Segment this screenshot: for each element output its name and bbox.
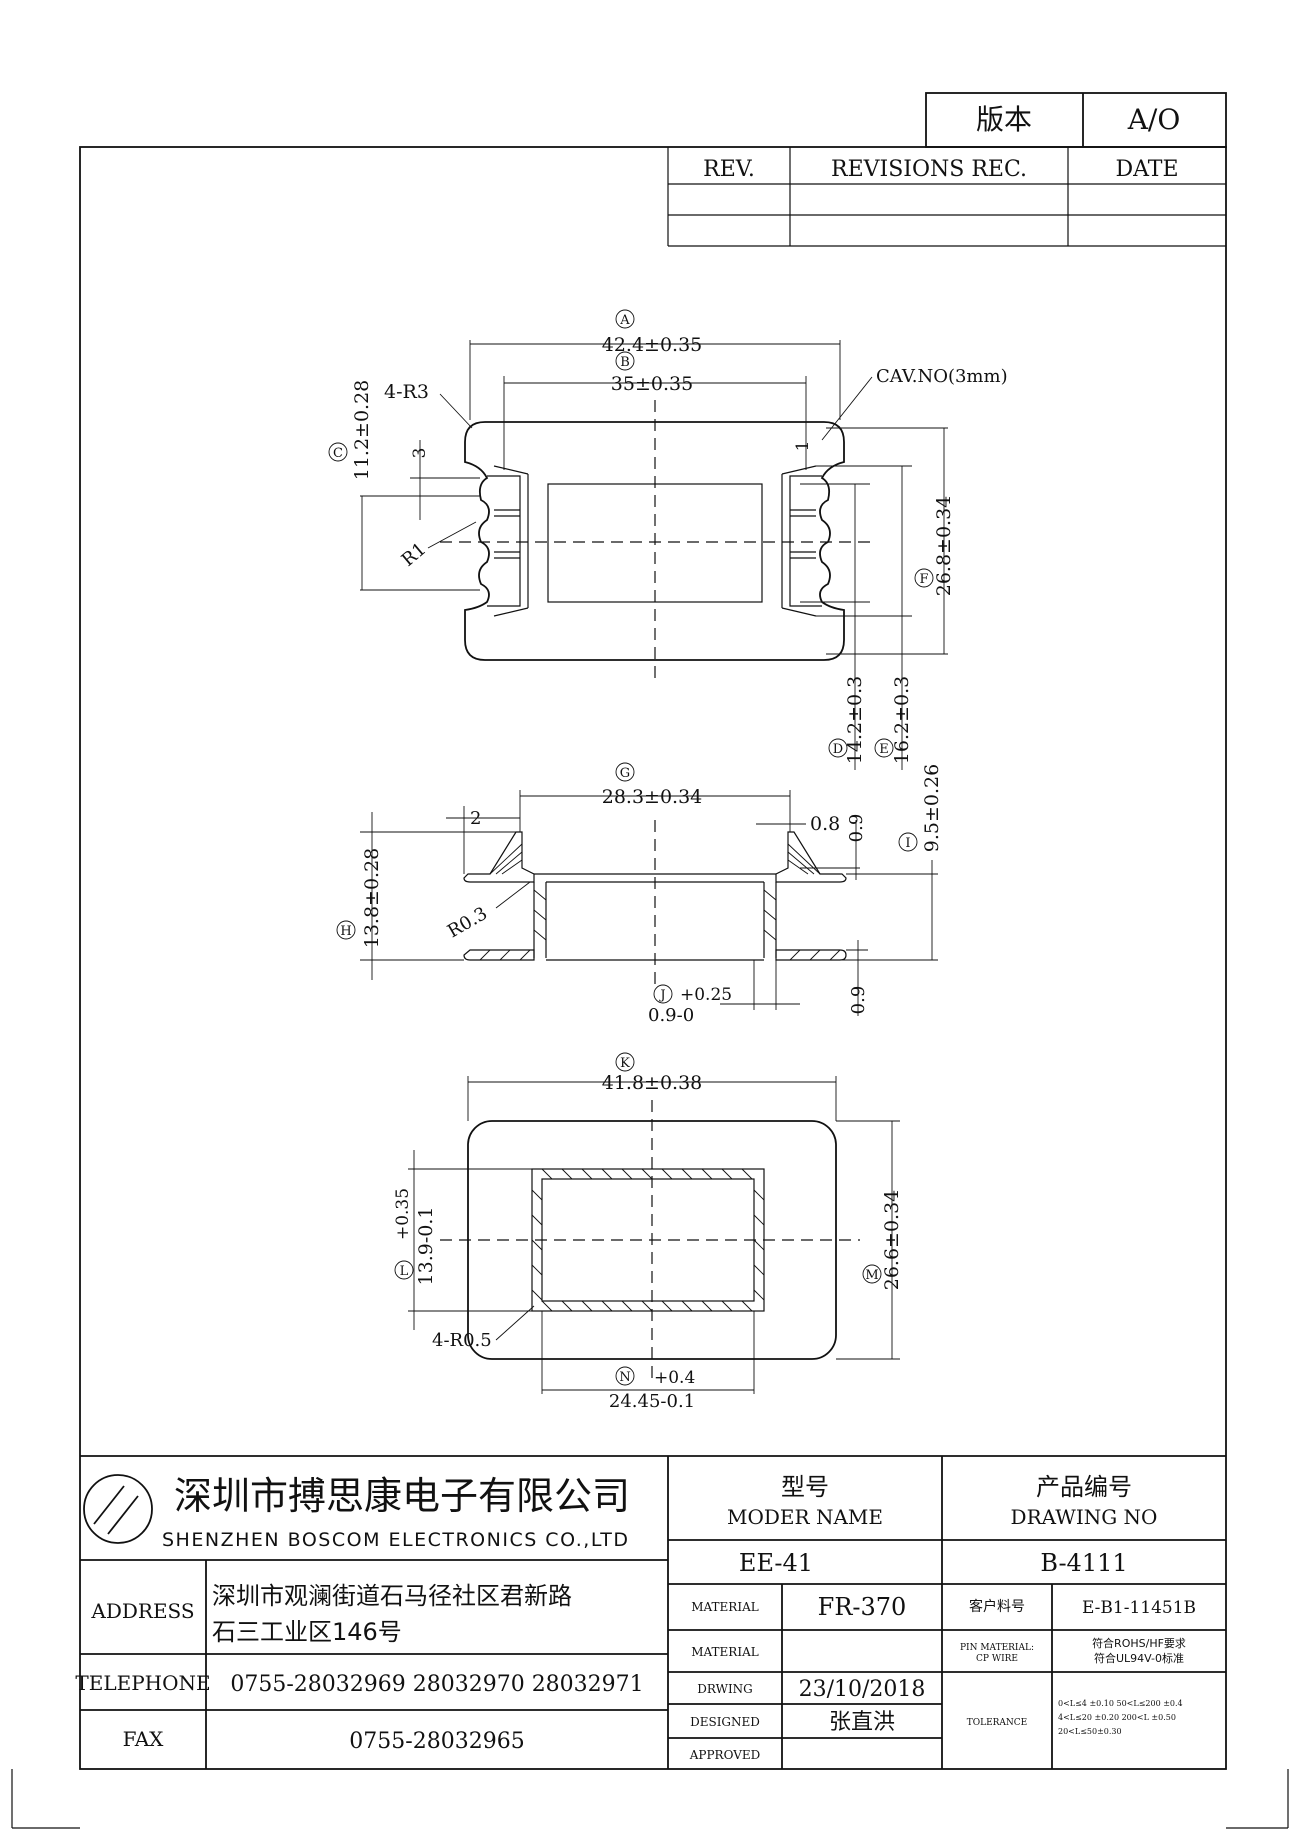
cav-number: 1 (793, 441, 813, 452)
dim-m: 26.6±0.34 (881, 1190, 903, 1291)
customer-pn-label: 客户料号 (969, 1598, 1025, 1615)
dim-f: 26.8±0.34 (933, 496, 955, 597)
dim-l-tol: +0.35 (393, 1188, 413, 1240)
tolerance-line3: 20<L≤50±0.30 (1058, 1727, 1122, 1736)
pin-rohs: 符合ROHS/HF要求 (1092, 1636, 1186, 1650)
dim-i: 9.5±0.26 (921, 764, 943, 852)
dim-a: 42.4±0.35 (602, 334, 703, 356)
dim-e: 16.2±0.3 (891, 676, 913, 764)
fax-label: FAX (123, 1727, 165, 1751)
model-label-cn: 型号 (781, 1473, 829, 1501)
drwing-date: 23/10/2018 (799, 1677, 926, 1702)
crop-marks (11, 1769, 1289, 1829)
version-value: A/O (1127, 103, 1181, 136)
dim-r1: R1 (398, 539, 431, 571)
ref-i-label: I (905, 836, 910, 851)
ref-l-label: L (400, 1264, 409, 1279)
side-view: G 28.3±0.34 2 0.8 0.9 9.5±0.26 I 13.8±0.… (336, 762, 943, 1026)
ref-d-label: D (833, 742, 843, 757)
ref-n-label: N (619, 1370, 630, 1385)
dim-j-tol: +0.25 (680, 985, 732, 1005)
ref-f-label: F (919, 572, 928, 587)
material-label: MATERIAL (691, 1600, 759, 1614)
dim-3: 3 (410, 448, 430, 459)
telephone-label: TELEPHONE (75, 1671, 210, 1695)
address-line1: 深圳市观澜街道石马径社区君新路 (212, 1582, 572, 1610)
tolerance-line2: 4<L≤20 ±0.20 200<L ±0.50 (1058, 1713, 1176, 1722)
dim-n: 24.45-0.1 (609, 1391, 695, 1412)
dim-d: 14.2±0.3 (844, 676, 866, 764)
address-label: ADDRESS (90, 1599, 194, 1623)
drawing-no-label-en: DRAWING NO (1011, 1505, 1158, 1529)
dim-2: 2 (470, 808, 481, 829)
drawing-no-label-cn: 产品编号 (1036, 1473, 1132, 1501)
drawing-no-value: B-4111 (1040, 1549, 1127, 1577)
ref-j-label: J (658, 988, 665, 1003)
ref-b-label: B (620, 355, 630, 370)
pin-material-label: PIN MATERIAL: (960, 1643, 1034, 1653)
model-label-en: MODER NAME (727, 1505, 883, 1529)
bottom-view: K 41.8±0.38 L +0.35 13.9-0.1 26.6±0.34 M… (393, 1052, 903, 1412)
material-value: FR-370 (818, 1593, 907, 1621)
revision-table: REV. REVISIONS REC. DATE (667, 147, 1226, 247)
dim-r03: R0.3 (444, 903, 491, 942)
customer-pn-value: E-B1-11451B (1082, 1598, 1196, 1618)
tolerance-label: TOLERANCE (967, 1718, 1028, 1728)
rev-header: REV. (703, 157, 755, 182)
top-view: A 42.4±0.35 B 35±0.35 4-R3 11.2±0.28 C 3… (328, 309, 1008, 770)
ref-m-label: M (865, 1268, 878, 1283)
cp-wire-label: CP WIRE (976, 1654, 1018, 1664)
ref-c-label: C (333, 446, 343, 461)
pin-ul94: 符合UL94V-0标准 (1094, 1651, 1184, 1665)
dim-g: 28.3±0.34 (602, 786, 703, 808)
company-name-cn: 深圳市搏思康电子有限公司 (174, 1474, 630, 1518)
drwing-label: DRWING (697, 1682, 753, 1696)
ref-a-label: A (619, 313, 630, 328)
dim-b: 35±0.35 (611, 373, 693, 395)
material2-label: MATERIAL (691, 1645, 759, 1659)
corner-radius-label: 4-R3 (384, 381, 429, 403)
dim-09-bottom: 0.9 (848, 986, 869, 1015)
fax-value: 0755-28032965 (349, 1729, 524, 1754)
ref-e-label: E (879, 742, 889, 757)
approved-label: APPROVED (689, 1748, 761, 1762)
dim-k: 41.8±0.38 (602, 1072, 703, 1094)
date-header: DATE (1115, 157, 1178, 182)
ref-g-label: G (620, 766, 630, 781)
company-logo (83, 1474, 153, 1544)
dim-h: 13.8±0.28 (361, 848, 383, 949)
dim-l: 13.9-0.1 (415, 1207, 437, 1286)
dim-c: 11.2±0.28 (351, 380, 373, 481)
dim-09-top: 0.9 (846, 814, 867, 843)
inner-corner-radius: 4-R0.5 (432, 1330, 492, 1351)
cav-label: CAV.NO(3mm) (876, 366, 1008, 387)
telephone-value: 0755-28032969 28032970 28032971 (230, 1672, 643, 1697)
main-frame (79, 146, 1227, 1770)
company-name-en: SHENZHEN BOSCOM ELECTRONICS CO.,LTD (162, 1529, 630, 1551)
designed-label: DESIGNED (690, 1715, 760, 1729)
version-label: 版本 (976, 103, 1032, 136)
version-box: 版本 A/O (925, 92, 1227, 148)
title-block: 深圳市搏思康电子有限公司 SHENZHEN BOSCOM ELECTRONICS… (75, 1455, 1226, 1769)
address-line2: 石三工业区146号 (212, 1618, 402, 1646)
model-value: EE-41 (739, 1549, 813, 1577)
designed-value: 张直洪 (829, 1710, 895, 1735)
dim-08: 0.8 (810, 813, 840, 835)
ref-k-label: K (620, 1056, 630, 1071)
tolerance-line1: 0<L≤4 ±0.10 50<L≤200 ±0.4 (1058, 1699, 1183, 1708)
revisions-rec-header: REVISIONS REC. (831, 157, 1027, 182)
ref-h-label: H (340, 924, 351, 939)
dim-j: 0.9-0 (648, 1005, 694, 1026)
dim-n-tol: +0.4 (654, 1368, 695, 1388)
